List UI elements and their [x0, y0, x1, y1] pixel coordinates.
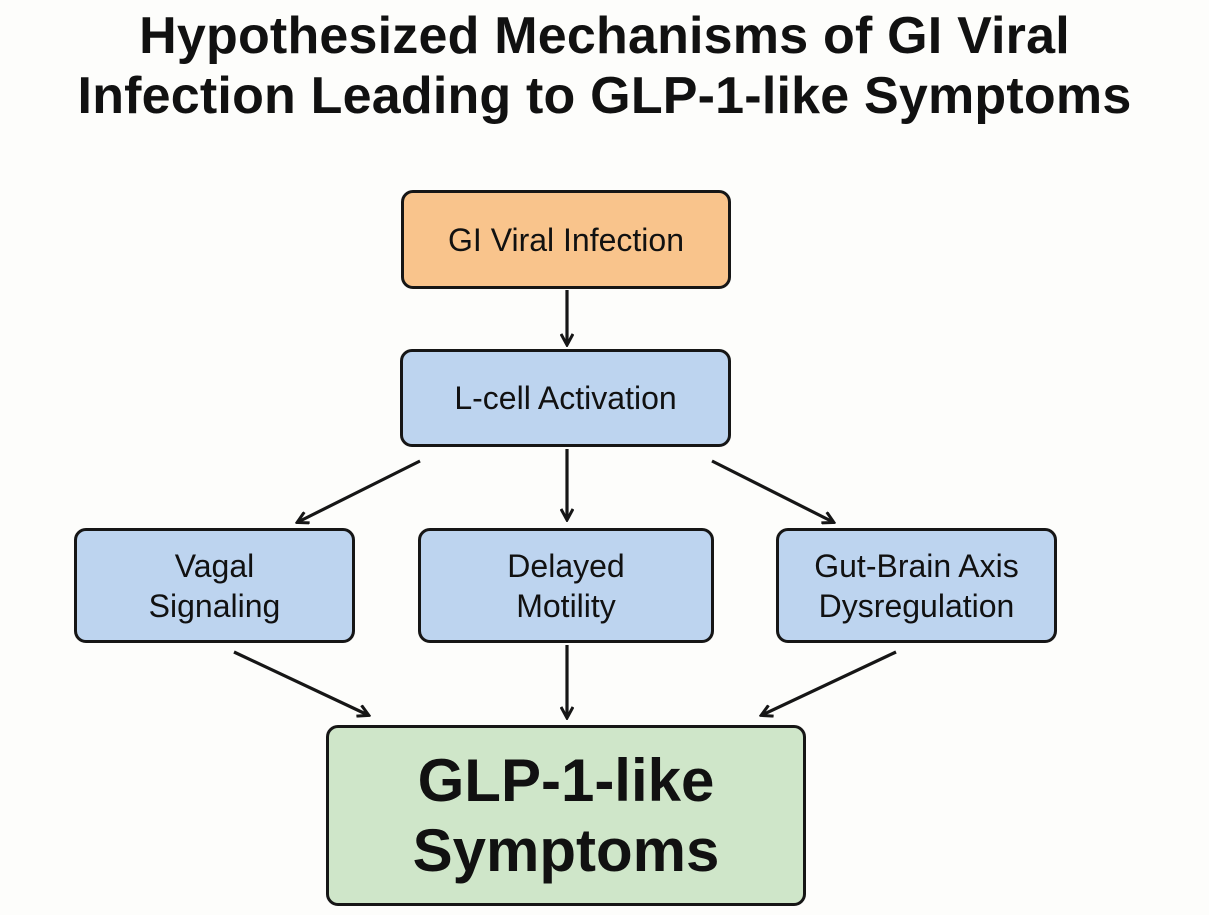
diagram-title: Hypothesized Mechanisms of GI Viral Infe… [0, 6, 1209, 126]
node-delayed-motility-line-1: Delayed [507, 547, 625, 584]
node-glp1-like-symptoms-line-1: GLP-1-like [417, 746, 715, 814]
node-glp1-like-symptoms: GLP-1-like Symptoms [326, 725, 806, 906]
node-delayed-motility: Delayed Motility [418, 528, 714, 643]
arrow-vagal-to-symptoms [233, 650, 368, 715]
arrow-lcell-to-gutbrain [711, 459, 833, 522]
node-gut-brain-axis-line-2: Dysregulation [818, 587, 1015, 624]
node-gut-brain-axis: Gut-Brain Axis Dysregulation [776, 528, 1057, 643]
title-line-1: Hypothesized Mechanisms of GI Viral [139, 7, 1070, 65]
node-vagal-signaling: Vagal Signaling [74, 528, 355, 643]
node-delayed-motility-line-2: Motility [516, 587, 616, 624]
node-vagal-signaling-line-2: Signaling [148, 587, 281, 624]
node-vagal-signaling-line-1: Vagal [174, 547, 255, 584]
node-gi-viral-infection: GI Viral Infection [401, 190, 731, 289]
node-gi-viral-infection-label: GI Viral Infection [448, 221, 684, 258]
arrow-gutbrain-to-symptoms [762, 650, 897, 715]
arrow-lcell-to-vagal [298, 459, 421, 522]
title-line-2: Infection Leading to GLP-1-like Symptoms [77, 67, 1132, 125]
node-glp1-like-symptoms-line-2: Symptoms [412, 816, 720, 884]
node-l-cell-activation: L-cell Activation [400, 349, 731, 447]
node-gut-brain-axis-line-1: Gut-Brain Axis [814, 547, 1019, 584]
node-l-cell-activation-label: L-cell Activation [454, 380, 677, 416]
